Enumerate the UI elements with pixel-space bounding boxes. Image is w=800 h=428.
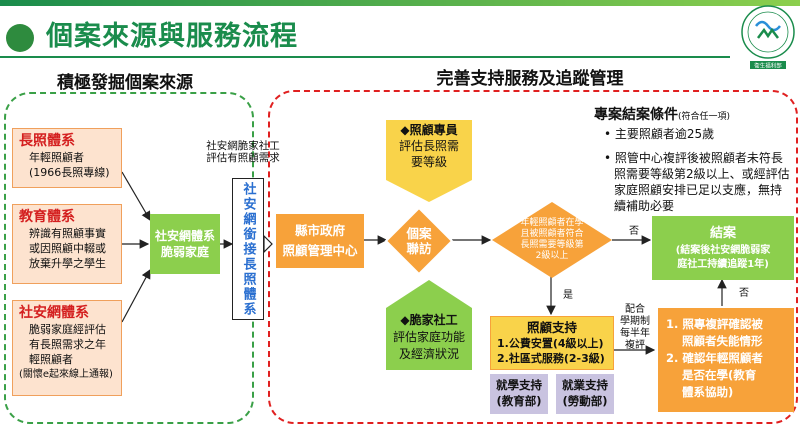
employment-support-line: 就業支持 [562,378,608,392]
no-label: 否 [629,226,639,237]
school-support-box: 就學支持 (教育部) [490,374,548,414]
closure-box: 結案 (結案後社安網脆弱家 庭社工持續追蹤1年) [652,216,794,280]
source-longterm-care: 長照體系 年輕照顧者 (1966長照專線) [12,128,122,188]
left-section-title: 積極發掘個案來源 [57,73,193,93]
source-line: 放棄升學之學生 [29,257,106,270]
closure-title: 結案 [709,226,736,241]
care-specialist-box: ◆照顧專員 評估長照需 要等級 [386,120,472,180]
decision-line: 2級以上 [535,251,569,261]
cooperation-label: 配合 學期制 每半年 複評 [618,304,652,352]
reassess-line: 1. 照專複評確認被 [666,317,763,331]
employment-support-box: 就業支持 (勞動部) [556,374,614,414]
reassess-line: 2. 確認年輕照顧者 [666,351,763,365]
reassess-line: 是否在學(教育 [682,368,757,382]
care-support-box: 照顧支持 1.公費安置(4級以上) 2.社區式服務(2-3級) [490,316,614,370]
closure-title-note: (符合任一項) [678,112,731,122]
closure-conditions-title: 專案結案條件(符合任一項) [594,104,774,124]
care-specialist-line: 要等級 [410,155,447,169]
vulnerable-family-box: 社安網體系 脆弱家庭 [150,214,220,274]
connector-label-line: 社安網脆家社工 [206,140,280,152]
source-line: 輕照顧者 [29,353,73,366]
source-heading: 長照體系 [19,133,75,149]
connector-label-line: 評估有照顧需求 [206,152,280,164]
social-worker-box: ◆脆家社工 評估家庭功能 及經濟狀況 [386,308,472,370]
source-line: 脆弱家庭經評估 [29,323,106,336]
closure-note: (結案後社安網脆弱家 [675,245,771,256]
cooperation-line: 複評 [625,340,645,351]
diamond-shape [384,206,454,276]
social-worker-line: ◆脆家社工 [400,313,458,327]
school-support-line: (教育部) [496,394,542,408]
social-worker-line: 評估家庭功能 [392,330,465,344]
joint-visit-diamond: 個案 聯訪 [384,206,454,276]
social-worker-arrow [386,280,472,308]
care-specialist-line: 評估長照需 [398,139,459,153]
yes-label: 是 [563,290,573,301]
title-bullet [6,24,34,52]
safety-net-link-box: 社安網銜接長照體系 [232,178,264,320]
source-education: 教育體系 辨識有照顧事實 或因照顧中輟或 放棄升學之學生 [12,204,122,284]
cooperation-line: 配合 [625,304,645,315]
right-region-border [268,90,798,424]
source-heading: 社安網體系 [19,305,89,321]
source-social-safety-net: 社安網體系 脆弱家庭經評估 有長照需求之年 輕照顧者 (關懷e起來線上通報) [12,300,122,396]
source-heading: 教育體系 [19,209,75,225]
care-specialist-line: ◆照顧專員 [400,123,458,137]
decision-line: 年輕照顧者在學 [520,218,584,228]
no-label-reassess: 否 [739,288,749,299]
decision-shape [492,202,612,278]
source-line: (關懷e起來線上通報) [19,369,113,380]
eligibility-decision-diamond: 年輕照顧者在學 且被照顧者符合 長照需要等級第 2級以上 [490,200,614,280]
page-title: 個案來源與服務流程 [46,21,298,52]
closure-condition-item: • 照管中心複評後被照顧者未符長照需要等級第2級以上、或經評估家庭照顧安排已足以… [604,150,790,214]
reassessment-box: 1. 照專複評確認被 照顧者失能情形 2. 確認年輕照顧者 是否在學(教育 體系… [658,308,794,412]
bullet-icon: • [604,151,615,165]
closure-condition-text: 照管中心複評後被照顧者未符長照需要等級第2級以上、或經評估家庭照顧安排已足以支應… [614,151,790,213]
cooperation-line: 每半年 [620,328,650,339]
care-support-item: 1.公費安置(4級以上) [497,337,604,350]
joint-visit-line: 個案 [406,226,432,241]
county-care-center-box: 縣市政府 照顧管理中心 [276,214,364,268]
source-line: 辨識有照顧事實 [29,227,106,240]
vulnerable-family-line: 社安網體系 [154,229,215,243]
closure-note: 庭社工持續追蹤1年) [677,259,769,270]
reassess-line: 體系協助) [682,385,734,399]
source-line: 有長照需求之年 [29,338,106,351]
closure-title-text: 專案結案條件 [594,107,678,123]
ministry-logo-icon: 衛生福利部 [741,5,795,70]
closure-condition-text: 主要照顧者逾25歲 [614,127,715,141]
safety-net-link-text: 社安網銜接長照體系 [240,181,256,317]
cooperation-line: 學期制 [620,316,650,327]
bullet-icon: • [604,127,615,141]
decision-line: 長照需要等級第 [520,240,584,250]
right-section-title: 完善支持服務及追蹤管理 [436,69,624,89]
header-gradient-bar [0,0,800,6]
care-support-item: 2.社區式服務(2-3級) [497,352,605,365]
reassess-line: 照顧者失能情形 [682,334,763,348]
ministry-logo: 衛生福利部 [740,4,796,70]
connector-label: 社安網脆家社工 評估有照顧需求 [196,140,290,164]
social-worker-line: 及經濟狀況 [398,347,459,361]
care-specialist-arrow [386,180,472,202]
title-underline [0,56,730,58]
joint-visit-line: 聯訪 [406,241,432,256]
county-line: 照顧管理中心 [282,243,358,258]
logo-caption: 衛生福利部 [754,62,782,70]
source-line: (1966長照專線) [29,166,110,179]
source-line: 或因照顧中輟或 [29,242,106,255]
employment-support-line: (勞動部) [562,394,608,408]
county-line: 縣市政府 [294,223,345,238]
care-support-title: 照顧支持 [526,320,577,335]
school-support-line: 就學支持 [496,378,542,392]
decision-line: 且被照顧者符合 [520,229,584,239]
closure-condition-item: • 主要照顧者逾25歲 [604,126,790,142]
vulnerable-family-line: 脆弱家庭 [160,245,209,259]
source-line: 年輕照顧者 [29,151,84,164]
